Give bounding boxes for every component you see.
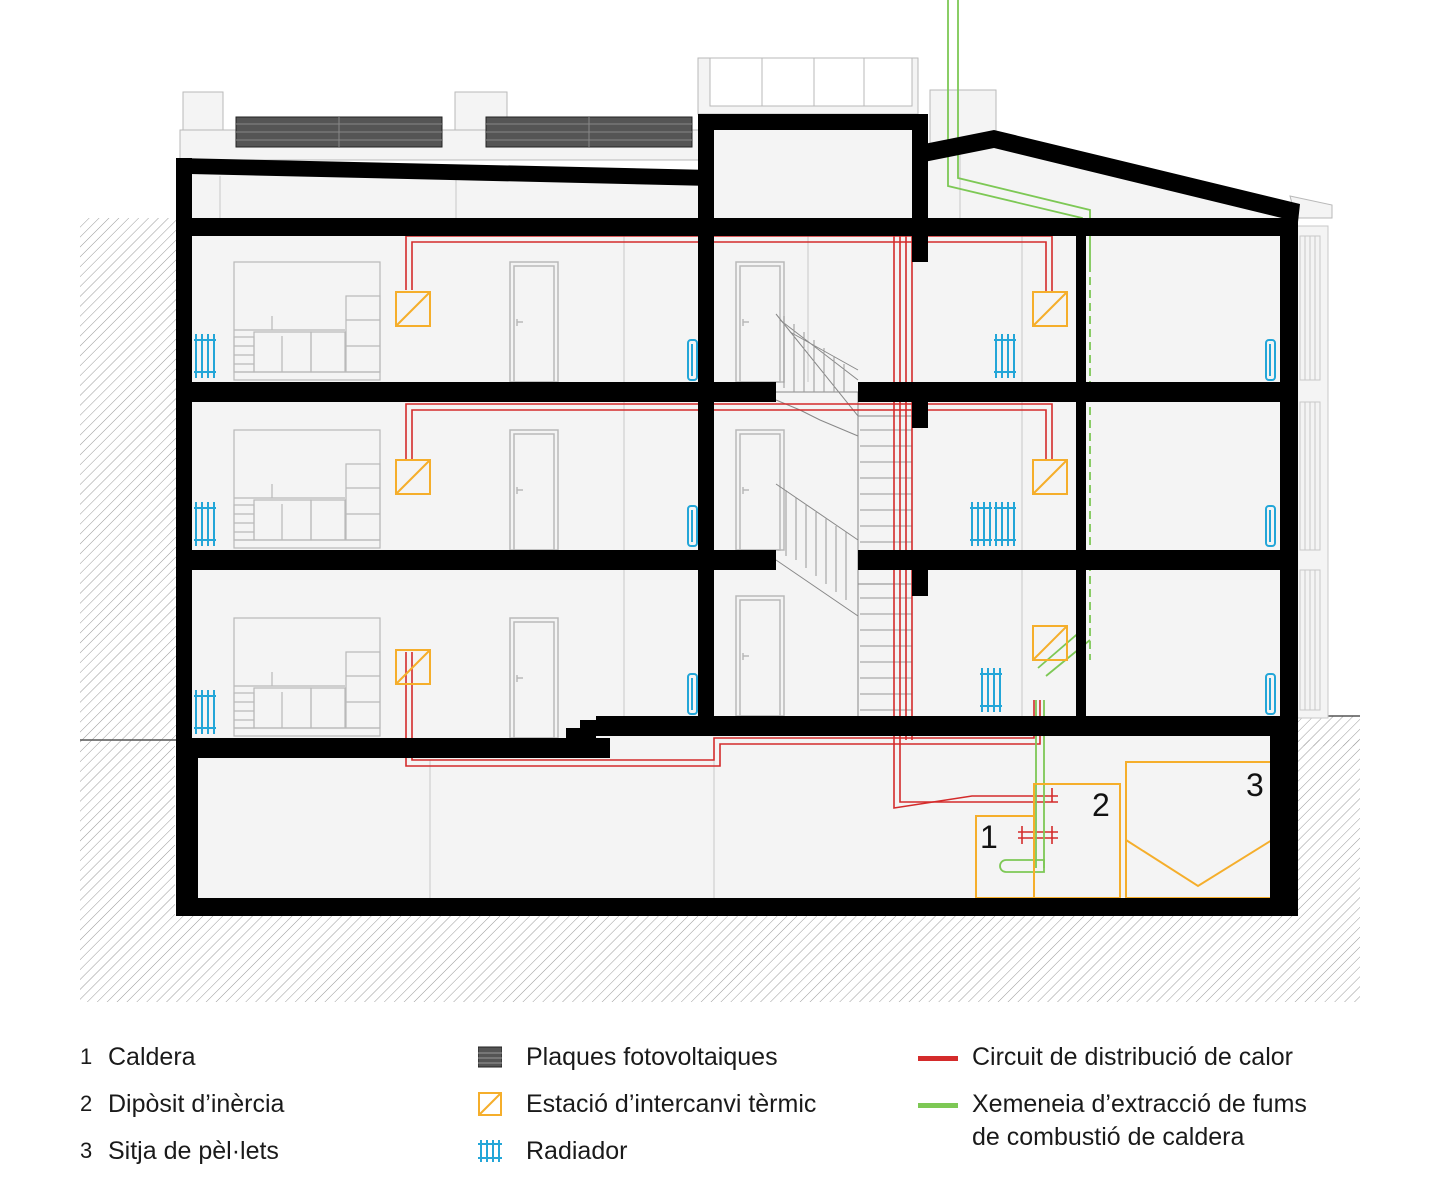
solar-panel-left (235, 116, 443, 148)
pellet-silo-label: 3 (1246, 767, 1264, 803)
solar-panel-right (485, 116, 693, 148)
green-line-icon (918, 1103, 958, 1108)
structure-walls (176, 114, 1300, 916)
radiator-icon (478, 1140, 502, 1162)
buffer-tank-label: 2 (1092, 787, 1110, 823)
exchange-station-icon (478, 1092, 502, 1116)
legend: 1 Caldera 2 Dipòsit d’inèrcia 3 Sitja de… (80, 1043, 1307, 1165)
solar-panel-icon (478, 1046, 502, 1068)
building-section-diagram: 1 2 3 (80, 0, 1360, 1002)
red-line-icon (918, 1056, 958, 1061)
boiler-label: 1 (980, 819, 998, 855)
heat-distribution-circuit (405, 232, 1058, 844)
